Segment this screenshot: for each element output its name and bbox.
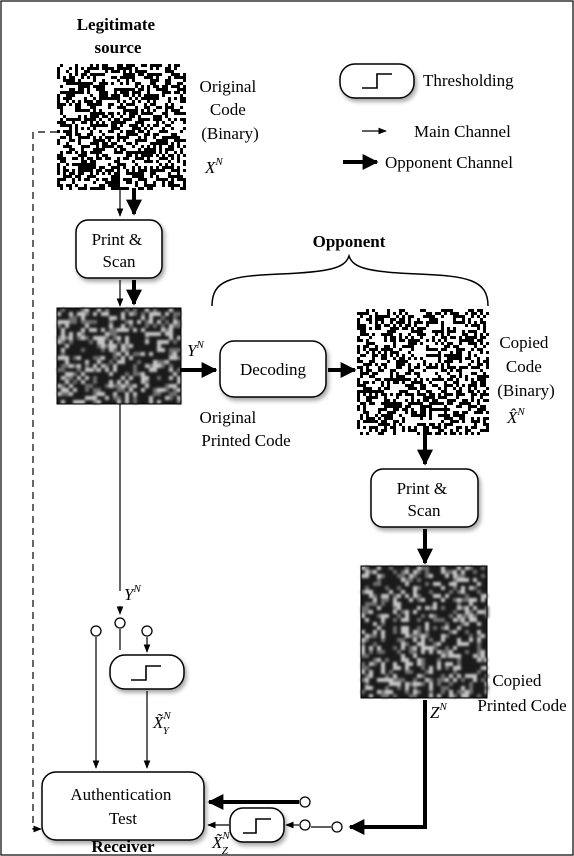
switch-terminal-d [299,819,311,831]
switch-terminal-y [114,617,126,629]
decoding-label: Decoding [240,360,307,379]
z-path [354,700,427,829]
source-label: Legitimate source [77,15,160,57]
y-n-label-main: YN [124,583,141,604]
x-n-label: XN [204,156,223,177]
original-printed-code-image [56,307,182,405]
print-scan-block-1 [75,219,163,279]
switch-terminal-c [299,796,311,808]
opponent-label: Opponent [313,232,386,251]
original-code-label: Original Code (Binary) [200,77,261,143]
print-scan-block-2 [370,468,479,528]
opponent-brace [211,253,489,307]
print-scan-block-1-label: Print & Scan [92,230,147,271]
legend-thresholding-label: Thresholding [423,71,514,90]
copied-printed-code-label: Copied Printed Code [477,671,566,715]
legend-main-channel-label: Main Channel [414,122,511,141]
switch-terminal-b [141,625,153,637]
y-n-label-opponent: YN [187,339,204,360]
copied-code-label: Copied Code (Binary) [497,333,555,400]
receiver-label: Receiver [91,837,155,856]
threshold-block-z [229,807,285,843]
legend: Thresholding Main Channel Opponent Chann… [339,63,514,172]
step-icon-z [243,818,271,834]
copied-binary-code-image [357,309,489,435]
z-n-label: ZN [430,701,447,722]
original-binary-code-image [57,64,186,190]
step-icon-y [131,665,161,681]
original-printed-code-label: Original Printed Code [200,408,291,450]
print-scan-block-2-label: Print & Scan [397,479,452,520]
copied-printed-code-image [360,565,489,699]
threshold-block-y [109,654,185,690]
authentication-test-label: Authentication Test [70,785,175,828]
switch-terminal-z [331,821,343,833]
legend-opponent-channel-label: Opponent Channel [385,153,513,172]
step-icon [362,73,392,89]
switch-terminal-a [90,625,102,637]
decoding-block [219,340,327,398]
authentication-test-block [41,771,205,841]
x-hat-n-label: X̂N [506,406,525,427]
